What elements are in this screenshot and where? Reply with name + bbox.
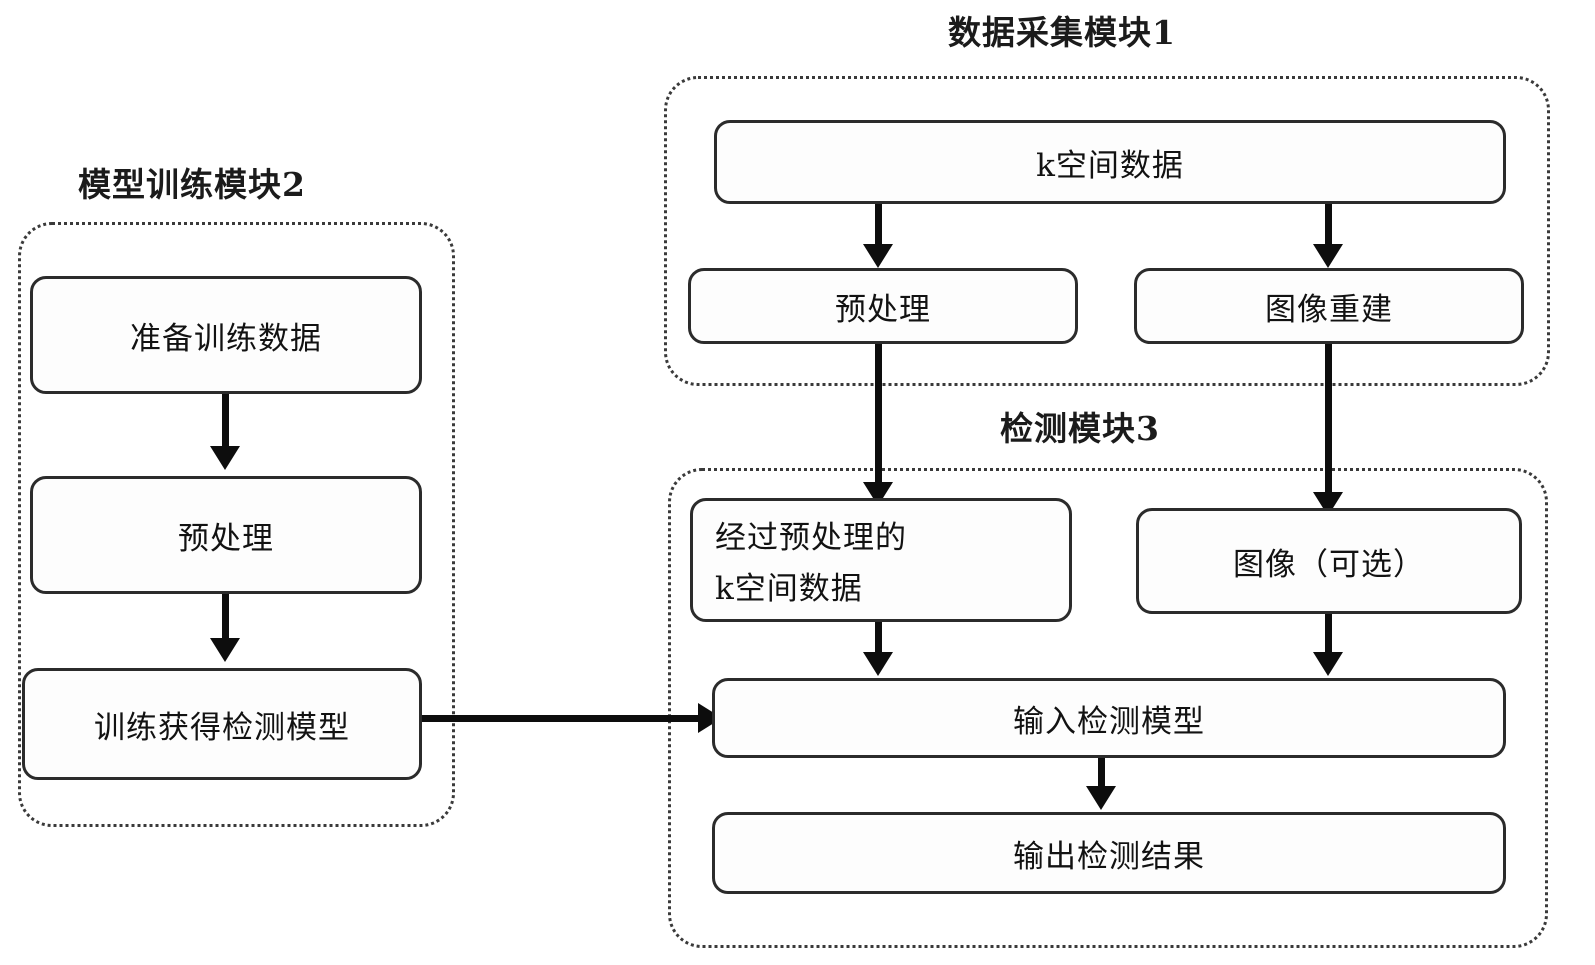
edge-arrow-prepare-to-preprocess-training — [210, 446, 240, 470]
edge-line-trained-model-to-input-detection — [420, 715, 706, 722]
node-k-space-data[interactable]: k空间数据 — [714, 120, 1506, 204]
node-input-detection-model[interactable]: 输入检测模型 — [712, 678, 1506, 758]
edge-line-preprocess-training-to-trained-model — [222, 594, 229, 642]
module-container-detection — [668, 468, 1548, 948]
node-trained-detection-model[interactable]: 训练获得检测模型 — [22, 668, 422, 780]
node-preprocessed-k-space[interactable]: 经过预处理的 k空间数据 — [690, 498, 1072, 622]
edge-line-kspace-to-reconstruction — [1325, 204, 1332, 250]
node-prepare-training-data[interactable]: 准备训练数据 — [30, 276, 422, 394]
node-image-reconstruction[interactable]: 图像重建 — [1134, 268, 1524, 344]
edge-line-image-optional-to-input-detection — [1325, 614, 1332, 660]
node-output-detection-result[interactable]: 输出检测结果 — [712, 812, 1506, 894]
edge-line-prepare-to-preprocess-training — [222, 394, 229, 450]
edge-arrow-input-detection-to-output-result — [1086, 786, 1116, 810]
edge-line-preprocessed-kspace-to-input-detection — [875, 622, 882, 658]
edge-arrow-preprocessed-kspace-to-input-detection — [863, 652, 893, 676]
module-title-model-training: 模型训练模块2 — [78, 165, 306, 204]
edge-line-preprocess-to-preprocessed-kspace — [875, 344, 882, 492]
edge-arrow-kspace-to-reconstruction — [1313, 244, 1343, 268]
node-preprocessed-k-space-line2: k空间数据 — [715, 571, 863, 608]
edge-arrow-image-optional-to-input-detection — [1313, 652, 1343, 676]
node-preprocess-training[interactable]: 预处理 — [30, 476, 422, 594]
module-title-data-acquisition: 数据采集模块1 — [948, 13, 1176, 52]
edge-line-input-detection-to-output-result — [1098, 758, 1105, 792]
edge-arrow-kspace-to-preprocess — [863, 244, 893, 268]
node-image-optional[interactable]: 图像（可选） — [1136, 508, 1522, 614]
node-preprocessed-k-space-line1: 经过预处理的 — [715, 520, 907, 556]
edge-arrow-preprocess-training-to-trained-model — [210, 638, 240, 662]
module-title-detection: 检测模块3 — [1000, 409, 1160, 448]
node-preprocess[interactable]: 预处理 — [688, 268, 1078, 344]
edge-line-reconstruction-to-image-optional — [1325, 344, 1332, 502]
module-container-model-training — [18, 222, 455, 827]
module-container-data-acquisition — [664, 76, 1550, 386]
edge-line-kspace-to-preprocess — [875, 204, 882, 250]
